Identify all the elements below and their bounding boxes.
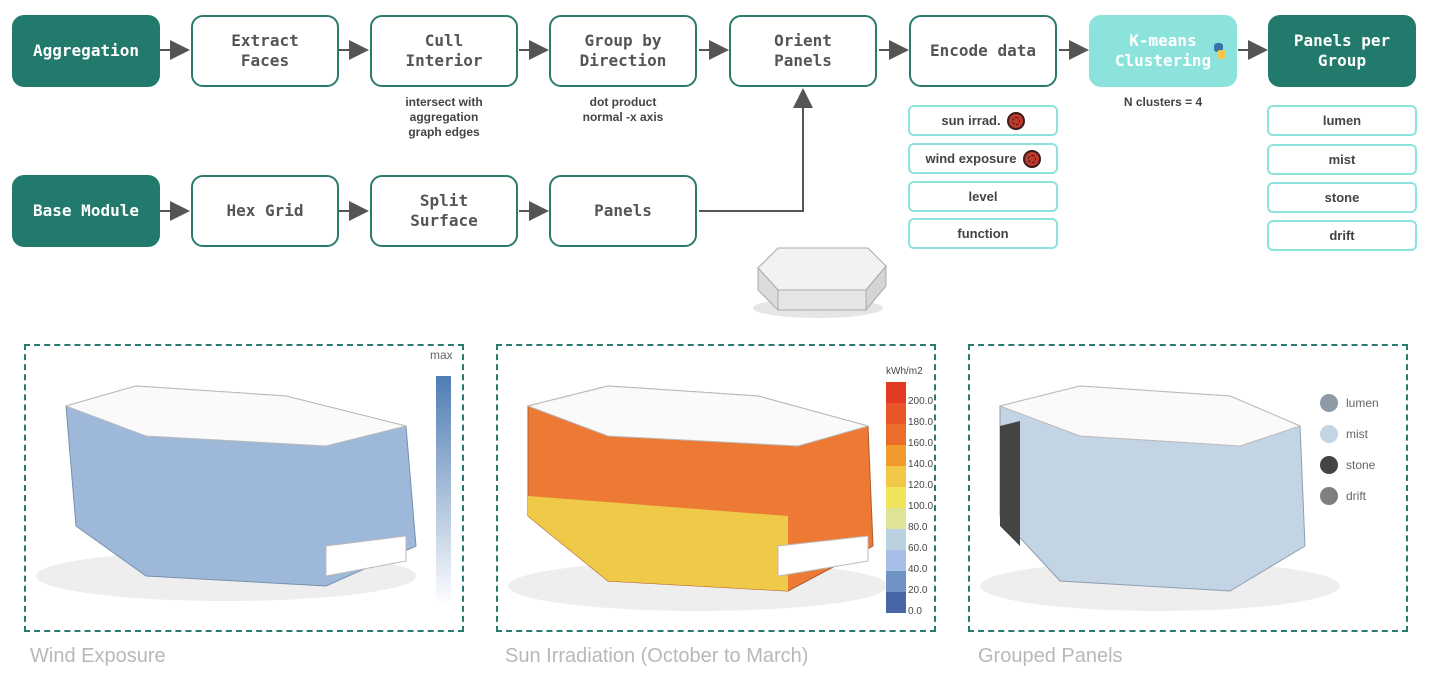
sun-render <box>508 385 888 611</box>
ladybug-icon <box>1022 149 1041 168</box>
wind-render <box>36 385 417 601</box>
sun-legend-tick: 100.0 <box>908 501 934 512</box>
sun-legend-tick: 20.0 <box>908 585 928 596</box>
legend-swatch-lumen <box>1320 394 1338 412</box>
sun-legend-step <box>886 424 906 445</box>
legend-swatch-drift <box>1320 487 1338 505</box>
sun-legend-tick: 160.0 <box>908 438 934 449</box>
legend-swatch-mist <box>1320 425 1338 443</box>
sun-legend-tick: 200.0 <box>908 396 934 407</box>
sun-legend-tick: 140.0 <box>908 459 934 470</box>
legend-label-lumen: lumen <box>1346 396 1379 410</box>
sun-legend-step <box>886 592 906 613</box>
sun-legend-tick: 60.0 <box>908 543 928 554</box>
sun-legend-step <box>886 382 906 403</box>
node-kmeans[interactable]: K-means Clustering <box>1089 15 1237 87</box>
sun-legend-tick: 180.0 <box>908 417 934 428</box>
sun-legend-tick: 40.0 <box>908 564 928 575</box>
sun-legend-step <box>886 403 906 424</box>
sun-legend-step <box>886 445 906 466</box>
grouped-caption: Grouped Panels <box>978 645 1123 667</box>
sun-legend-tick: 0.0 <box>908 606 922 617</box>
sun-legend-step <box>886 487 906 508</box>
grouped-panels-panel: lumen mist stone drift <box>968 344 1408 632</box>
kmeans-note: N clusters = 4 <box>1123 95 1203 109</box>
sun-legend-step <box>886 508 906 529</box>
node-kmeans-label: K-means Clustering <box>1114 31 1212 70</box>
sun-caption: Sun Irradiation (October to March) <box>505 645 809 667</box>
node-aggregation[interactable]: Aggregation <box>12 15 160 87</box>
wind-caption: Wind Exposure <box>30 645 166 667</box>
ladybug-icon <box>1006 111 1025 130</box>
grouped-render <box>980 385 1340 611</box>
node-hex-grid[interactable]: Hex Grid <box>191 175 339 247</box>
arrow <box>699 88 813 212</box>
base-module-preview <box>753 247 887 318</box>
group-mist[interactable]: mist <box>1267 144 1417 175</box>
node-encode-data[interactable]: Encode data <box>909 15 1057 87</box>
wind-exposure-panel: max <box>24 344 464 632</box>
sun-legend-unit: kWh/m2 <box>886 366 923 377</box>
sun-legend-step <box>886 571 906 592</box>
sun-irradiation-panel: kWh/m2 200.0 180.0 160.0 140.0 120.0 100.0 80.… <box>496 344 936 632</box>
cull-interior-note: intersect with aggregation graph edges <box>405 95 483 139</box>
group-lumen[interactable]: lumen <box>1267 105 1417 136</box>
node-panels[interactable]: Panels <box>549 175 697 247</box>
node-group-by-direction[interactable]: Group by Direction <box>549 15 697 87</box>
node-panels-per-group[interactable]: Panels per Group <box>1268 15 1416 87</box>
legend-label-drift: drift <box>1346 489 1367 503</box>
node-extract-faces[interactable]: Extract Faces <box>191 15 339 87</box>
node-base-module[interactable]: Base Module <box>12 175 160 247</box>
sun-legend-tick: 120.0 <box>908 480 934 491</box>
input-wind-exposure[interactable]: wind exposure <box>908 143 1058 174</box>
legend-swatch-stone <box>1320 456 1338 474</box>
group-drift[interactable]: drift <box>1267 220 1417 251</box>
sun-legend-tick: 80.0 <box>908 522 928 533</box>
legend-label-stone: stone <box>1346 458 1376 472</box>
group-stone[interactable]: stone <box>1267 182 1417 213</box>
group-by-direction-note: dot product normal -x axis <box>582 95 664 124</box>
python-icon <box>1211 22 1229 59</box>
input-sun-irrad[interactable]: sun irrad. <box>908 105 1058 136</box>
sun-legend-step <box>886 466 906 487</box>
input-level[interactable]: level <box>908 181 1058 212</box>
sun-legend-step <box>886 529 906 550</box>
sun-legend-step <box>886 550 906 571</box>
node-orient-panels[interactable]: Orient Panels <box>729 15 877 87</box>
node-cull-interior[interactable]: Cull Interior <box>370 15 518 87</box>
wind-legend-bar <box>436 376 451 606</box>
wind-legend-max: max <box>430 348 453 362</box>
node-split-surface[interactable]: Split Surface <box>370 175 518 247</box>
input-function[interactable]: function <box>908 218 1058 249</box>
legend-label-mist: mist <box>1346 427 1368 441</box>
